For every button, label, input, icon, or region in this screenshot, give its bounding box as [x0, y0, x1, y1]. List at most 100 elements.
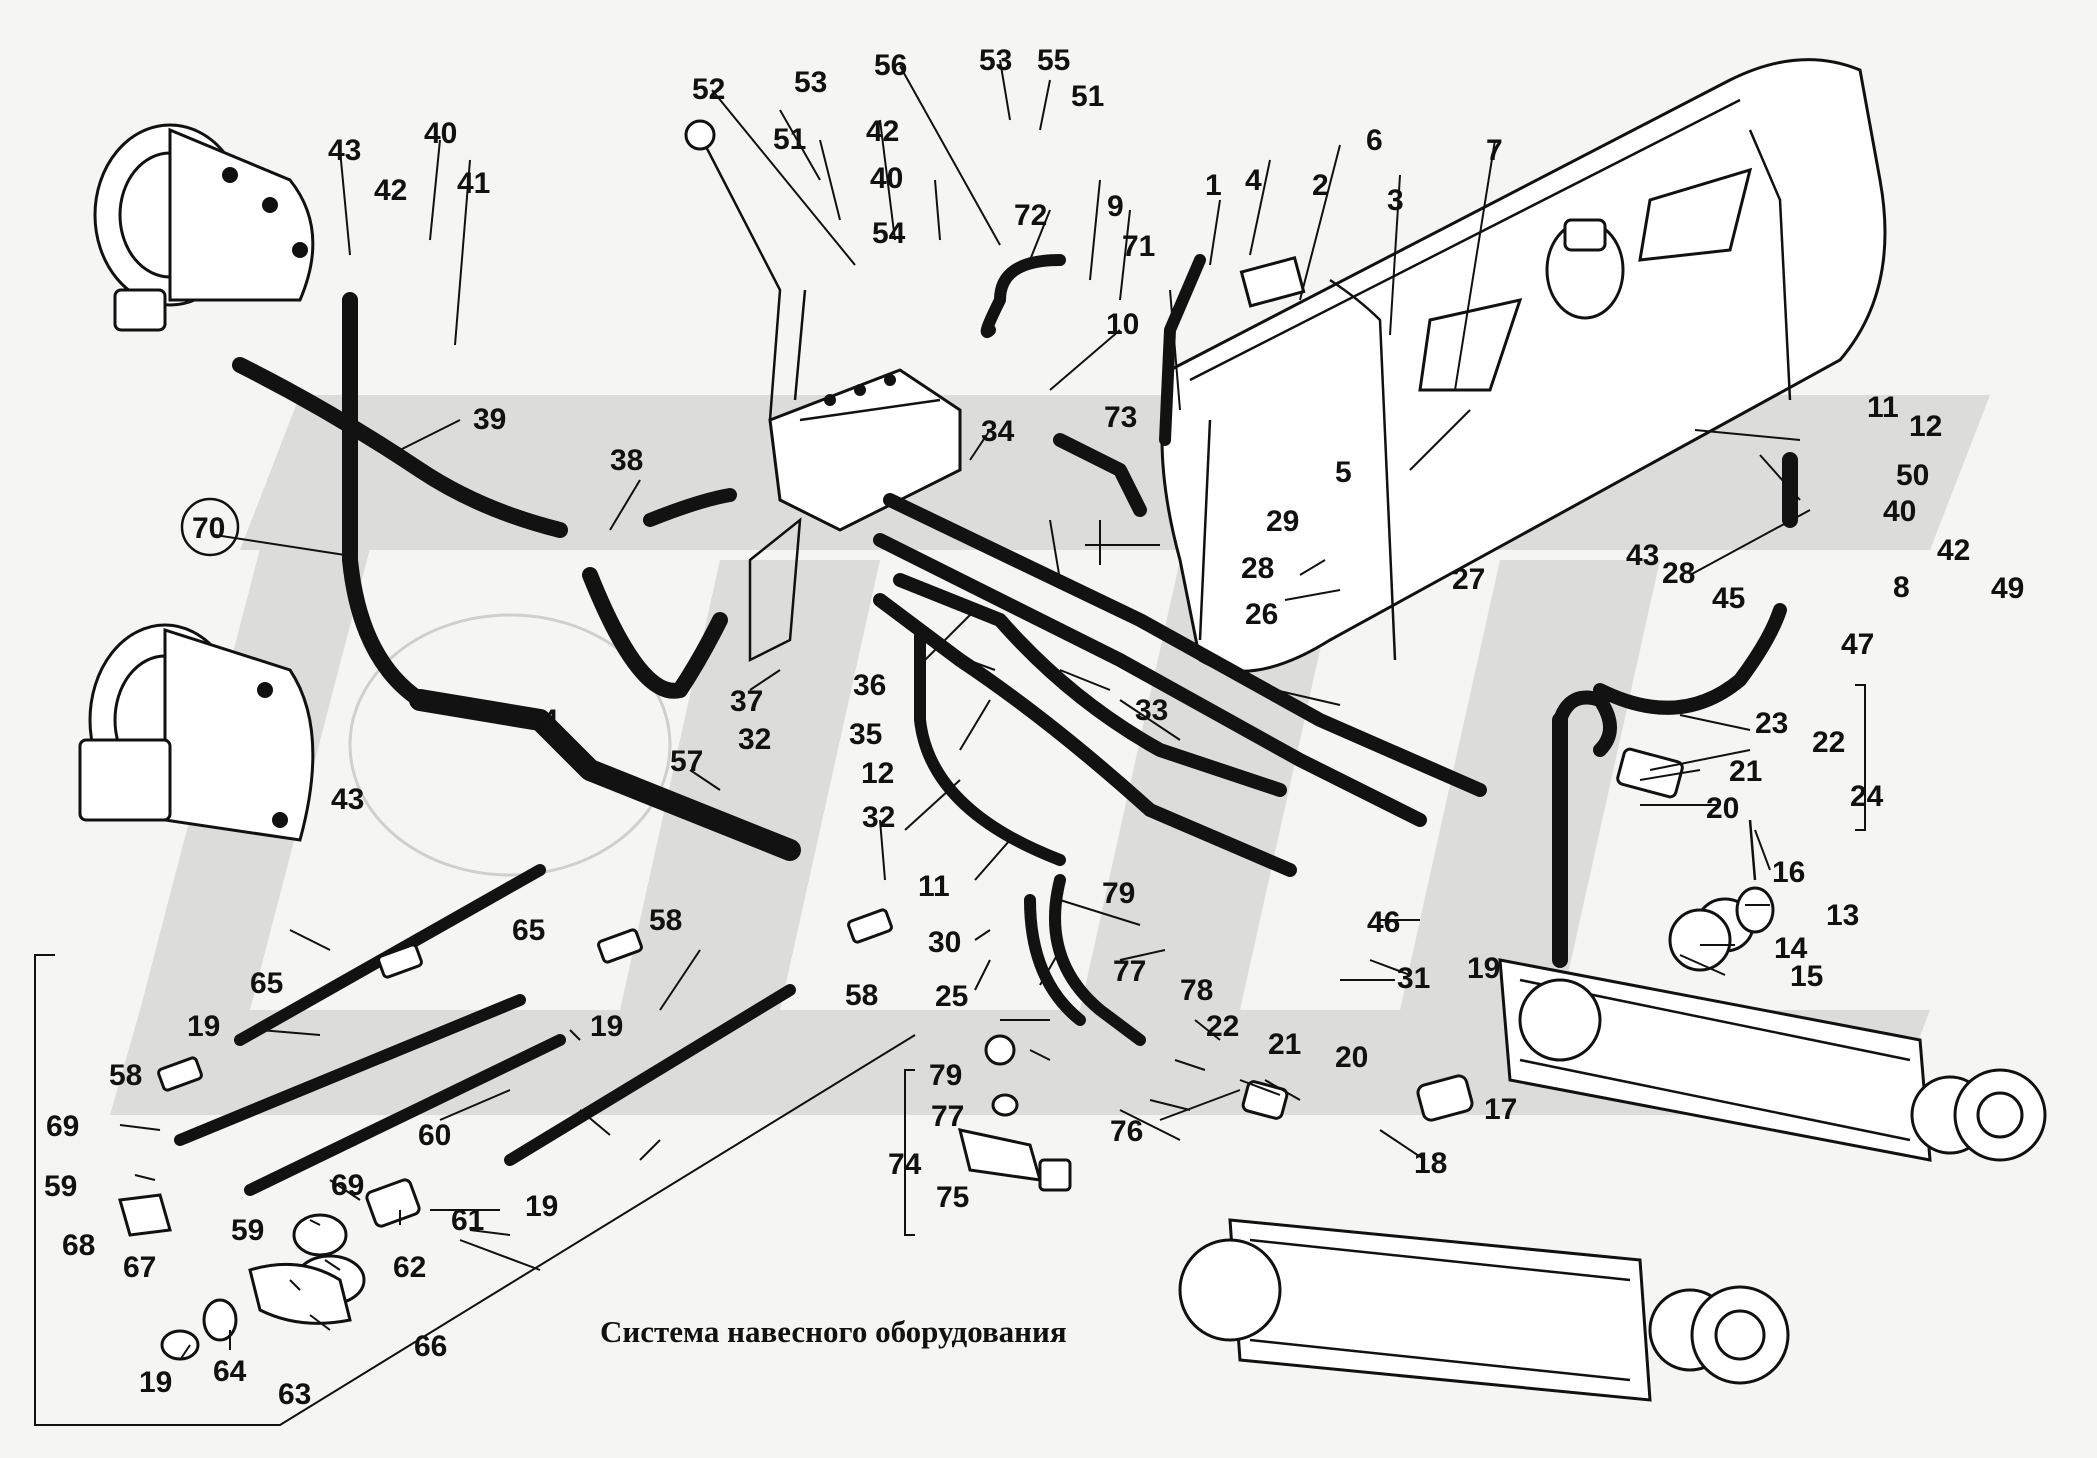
callout-19-a: 19 — [1467, 952, 1500, 985]
callout-53-b: 53 — [979, 44, 1012, 77]
callout-5: 5 — [1335, 456, 1352, 489]
callout-34: 34 — [981, 415, 1015, 448]
callout-59-a: 59 — [44, 1170, 77, 1203]
callout-47: 47 — [1841, 628, 1874, 661]
callout-51-a: 51 — [773, 123, 806, 156]
watermark-ring — [348, 613, 672, 877]
callout-40-c: 40 — [1883, 495, 1916, 528]
callout-43-a: 43 — [328, 134, 361, 167]
callout-8: 8 — [1893, 571, 1910, 604]
callout-29: 29 — [1266, 505, 1299, 538]
callout-65-b: 65 — [512, 914, 545, 947]
hose-kit — [118, 864, 893, 1361]
callout-4: 4 — [1245, 164, 1262, 197]
callout-6: 6 — [1366, 124, 1383, 157]
hydraulic-cylinder-right — [1498, 958, 2047, 1162]
callout-66: 66 — [414, 1330, 447, 1363]
callout-75: 75 — [936, 1181, 969, 1214]
callout-32-a: 32 — [738, 723, 771, 756]
callout-24: 24 — [1850, 780, 1884, 813]
callout-31: 31 — [1397, 962, 1430, 995]
callout-1: 1 — [1205, 169, 1222, 202]
callout-52: 52 — [692, 73, 725, 106]
callout-22-b: 22 — [1206, 1010, 1239, 1043]
callout-69-b: 69 — [331, 1169, 364, 1202]
callout-42-c: 42 — [1937, 534, 1970, 567]
callout-20-a: 20 — [1706, 792, 1739, 825]
callout-58-a: 58 — [649, 904, 682, 937]
callout-64: 64 — [213, 1355, 247, 1388]
callout-7: 7 — [1486, 134, 1503, 167]
small-parts-right — [1241, 747, 1775, 1122]
callout-14: 14 — [1774, 932, 1808, 965]
callout-19-c: 19 — [590, 1010, 623, 1043]
callout-69-a: 69 — [46, 1110, 79, 1143]
kit-66-leader — [55, 1034, 916, 1426]
callout-65-a: 65 — [250, 967, 283, 1000]
callout-45: 45 — [1712, 582, 1745, 615]
callout-43-b: 43 — [331, 783, 364, 816]
callout-19-e: 19 — [139, 1366, 172, 1399]
callout-30: 30 — [928, 926, 961, 959]
callout-59-b: 59 — [231, 1214, 264, 1247]
callout-40-b: 40 — [870, 162, 903, 195]
callout-39: 39 — [473, 403, 506, 436]
callouts: 1 2 3 4 5 6 7 8 9 10 11 11 12 12 13 14 1… — [44, 44, 2024, 1411]
brake-chamber-lower — [78, 623, 315, 842]
callout-42-a: 42 — [374, 174, 407, 207]
callout-78: 78 — [1180, 974, 1213, 1007]
callout-9: 9 — [1107, 190, 1124, 223]
callout-13: 13 — [1826, 899, 1859, 932]
group-bracket-74 — [904, 1069, 915, 1236]
callout-74: 74 — [888, 1148, 922, 1181]
callout-51-b: 51 — [1071, 80, 1104, 113]
group-bracket-66 — [34, 954, 55, 1426]
callout-11-upper: 11 — [1867, 391, 1899, 424]
callout-41: 41 — [457, 167, 490, 200]
callout-79-b: 79 — [929, 1059, 962, 1092]
callout-26: 26 — [1245, 598, 1278, 631]
callout-37: 37 — [730, 685, 763, 718]
callout-63: 63 — [278, 1378, 311, 1411]
callout-16: 16 — [1772, 856, 1805, 889]
tee-fitting — [957, 1034, 1072, 1192]
callout-57: 57 — [670, 745, 703, 778]
hydraulic-cylinder-lower — [1178, 1218, 1790, 1402]
callout-35: 35 — [849, 718, 882, 751]
callout-50: 50 — [1896, 459, 1929, 492]
callout-73: 73 — [1104, 401, 1137, 434]
callout-12-lower: 12 — [861, 757, 894, 790]
leader-lines — [119, 59, 1811, 1361]
callout-10: 10 — [1106, 308, 1139, 341]
callout-42-b: 42 — [866, 115, 899, 148]
callout-43-c: 43 — [1626, 539, 1659, 572]
callout-28-b: 28 — [1662, 557, 1695, 590]
callout-55: 55 — [1037, 44, 1070, 77]
callout-79-a: 79 — [1102, 877, 1135, 910]
callout-70-circle — [180, 497, 240, 557]
callout-56: 56 — [874, 49, 907, 82]
callout-11-lower: 11 — [918, 870, 950, 903]
callout-22-a: 22 — [1812, 726, 1845, 759]
callout-70: 70 — [192, 512, 225, 545]
callout-36: 36 — [853, 669, 886, 702]
callout-61: 61 — [451, 1204, 484, 1237]
callout-38: 38 — [610, 444, 643, 477]
callout-49: 49 — [1991, 572, 2024, 605]
diagram-caption: Система навесного оборудования — [600, 1314, 1067, 1349]
callout-60: 60 — [418, 1119, 451, 1152]
callout-72: 72 — [1014, 199, 1047, 232]
callout-77-a: 77 — [1113, 955, 1146, 988]
callout-2: 2 — [1312, 169, 1329, 202]
brake-chamber-upper — [93, 123, 315, 332]
callout-23: 23 — [1755, 707, 1788, 740]
callout-15: 15 — [1790, 960, 1823, 993]
hoses — [232, 254, 1798, 1046]
oil-tank — [1160, 58, 1887, 673]
callout-67: 67 — [123, 1251, 156, 1284]
callout-71: 71 — [1122, 230, 1155, 263]
callout-40-a: 40 — [424, 117, 457, 150]
callout-77-b: 77 — [931, 1100, 964, 1133]
callout-54: 54 — [872, 217, 906, 250]
